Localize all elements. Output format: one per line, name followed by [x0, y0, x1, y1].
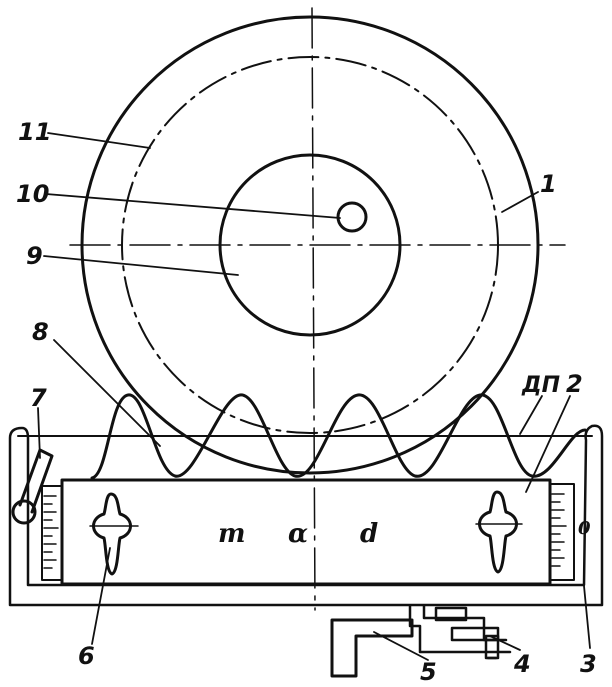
- right-scale: [549, 483, 575, 581]
- right-scale-ticks: [551, 493, 567, 567]
- scale-zero-label: 0: [578, 518, 591, 539]
- label-part-10: 10: [16, 180, 49, 208]
- label-part-3: 3: [580, 650, 597, 678]
- symbol-d: d: [360, 519, 378, 549]
- left-scale-ticks: [43, 495, 59, 569]
- label-part-1: 1: [540, 170, 557, 198]
- label-pitch-line: ДП: [521, 373, 560, 398]
- clamp-pivot: [11, 499, 37, 525]
- left-scale: [41, 485, 63, 581]
- pin-hole: [336, 201, 368, 233]
- label-part-2: 2: [566, 370, 583, 398]
- bottom-bracket: [408, 604, 512, 660]
- label-part-4: 4: [513, 650, 531, 678]
- label-part-8: 8: [32, 318, 49, 346]
- label-part-7: 7: [30, 384, 47, 412]
- vertical-centerline: [311, 7, 316, 611]
- symbol-alpha: α: [288, 519, 308, 549]
- label-part-5: 5: [420, 658, 437, 686]
- right-screw-fastener: [475, 490, 523, 574]
- leader-lines: [37, 132, 591, 661]
- symbol-m: m: [218, 519, 246, 549]
- label-part-9: 9: [26, 242, 43, 270]
- label-part-11: 11: [18, 118, 51, 146]
- clamp-block: [330, 618, 414, 678]
- label-part-6: 6: [78, 642, 95, 670]
- clamp-lever: [18, 448, 54, 514]
- tray-frame: [8, 424, 604, 607]
- left-screw-fastener: [89, 492, 139, 576]
